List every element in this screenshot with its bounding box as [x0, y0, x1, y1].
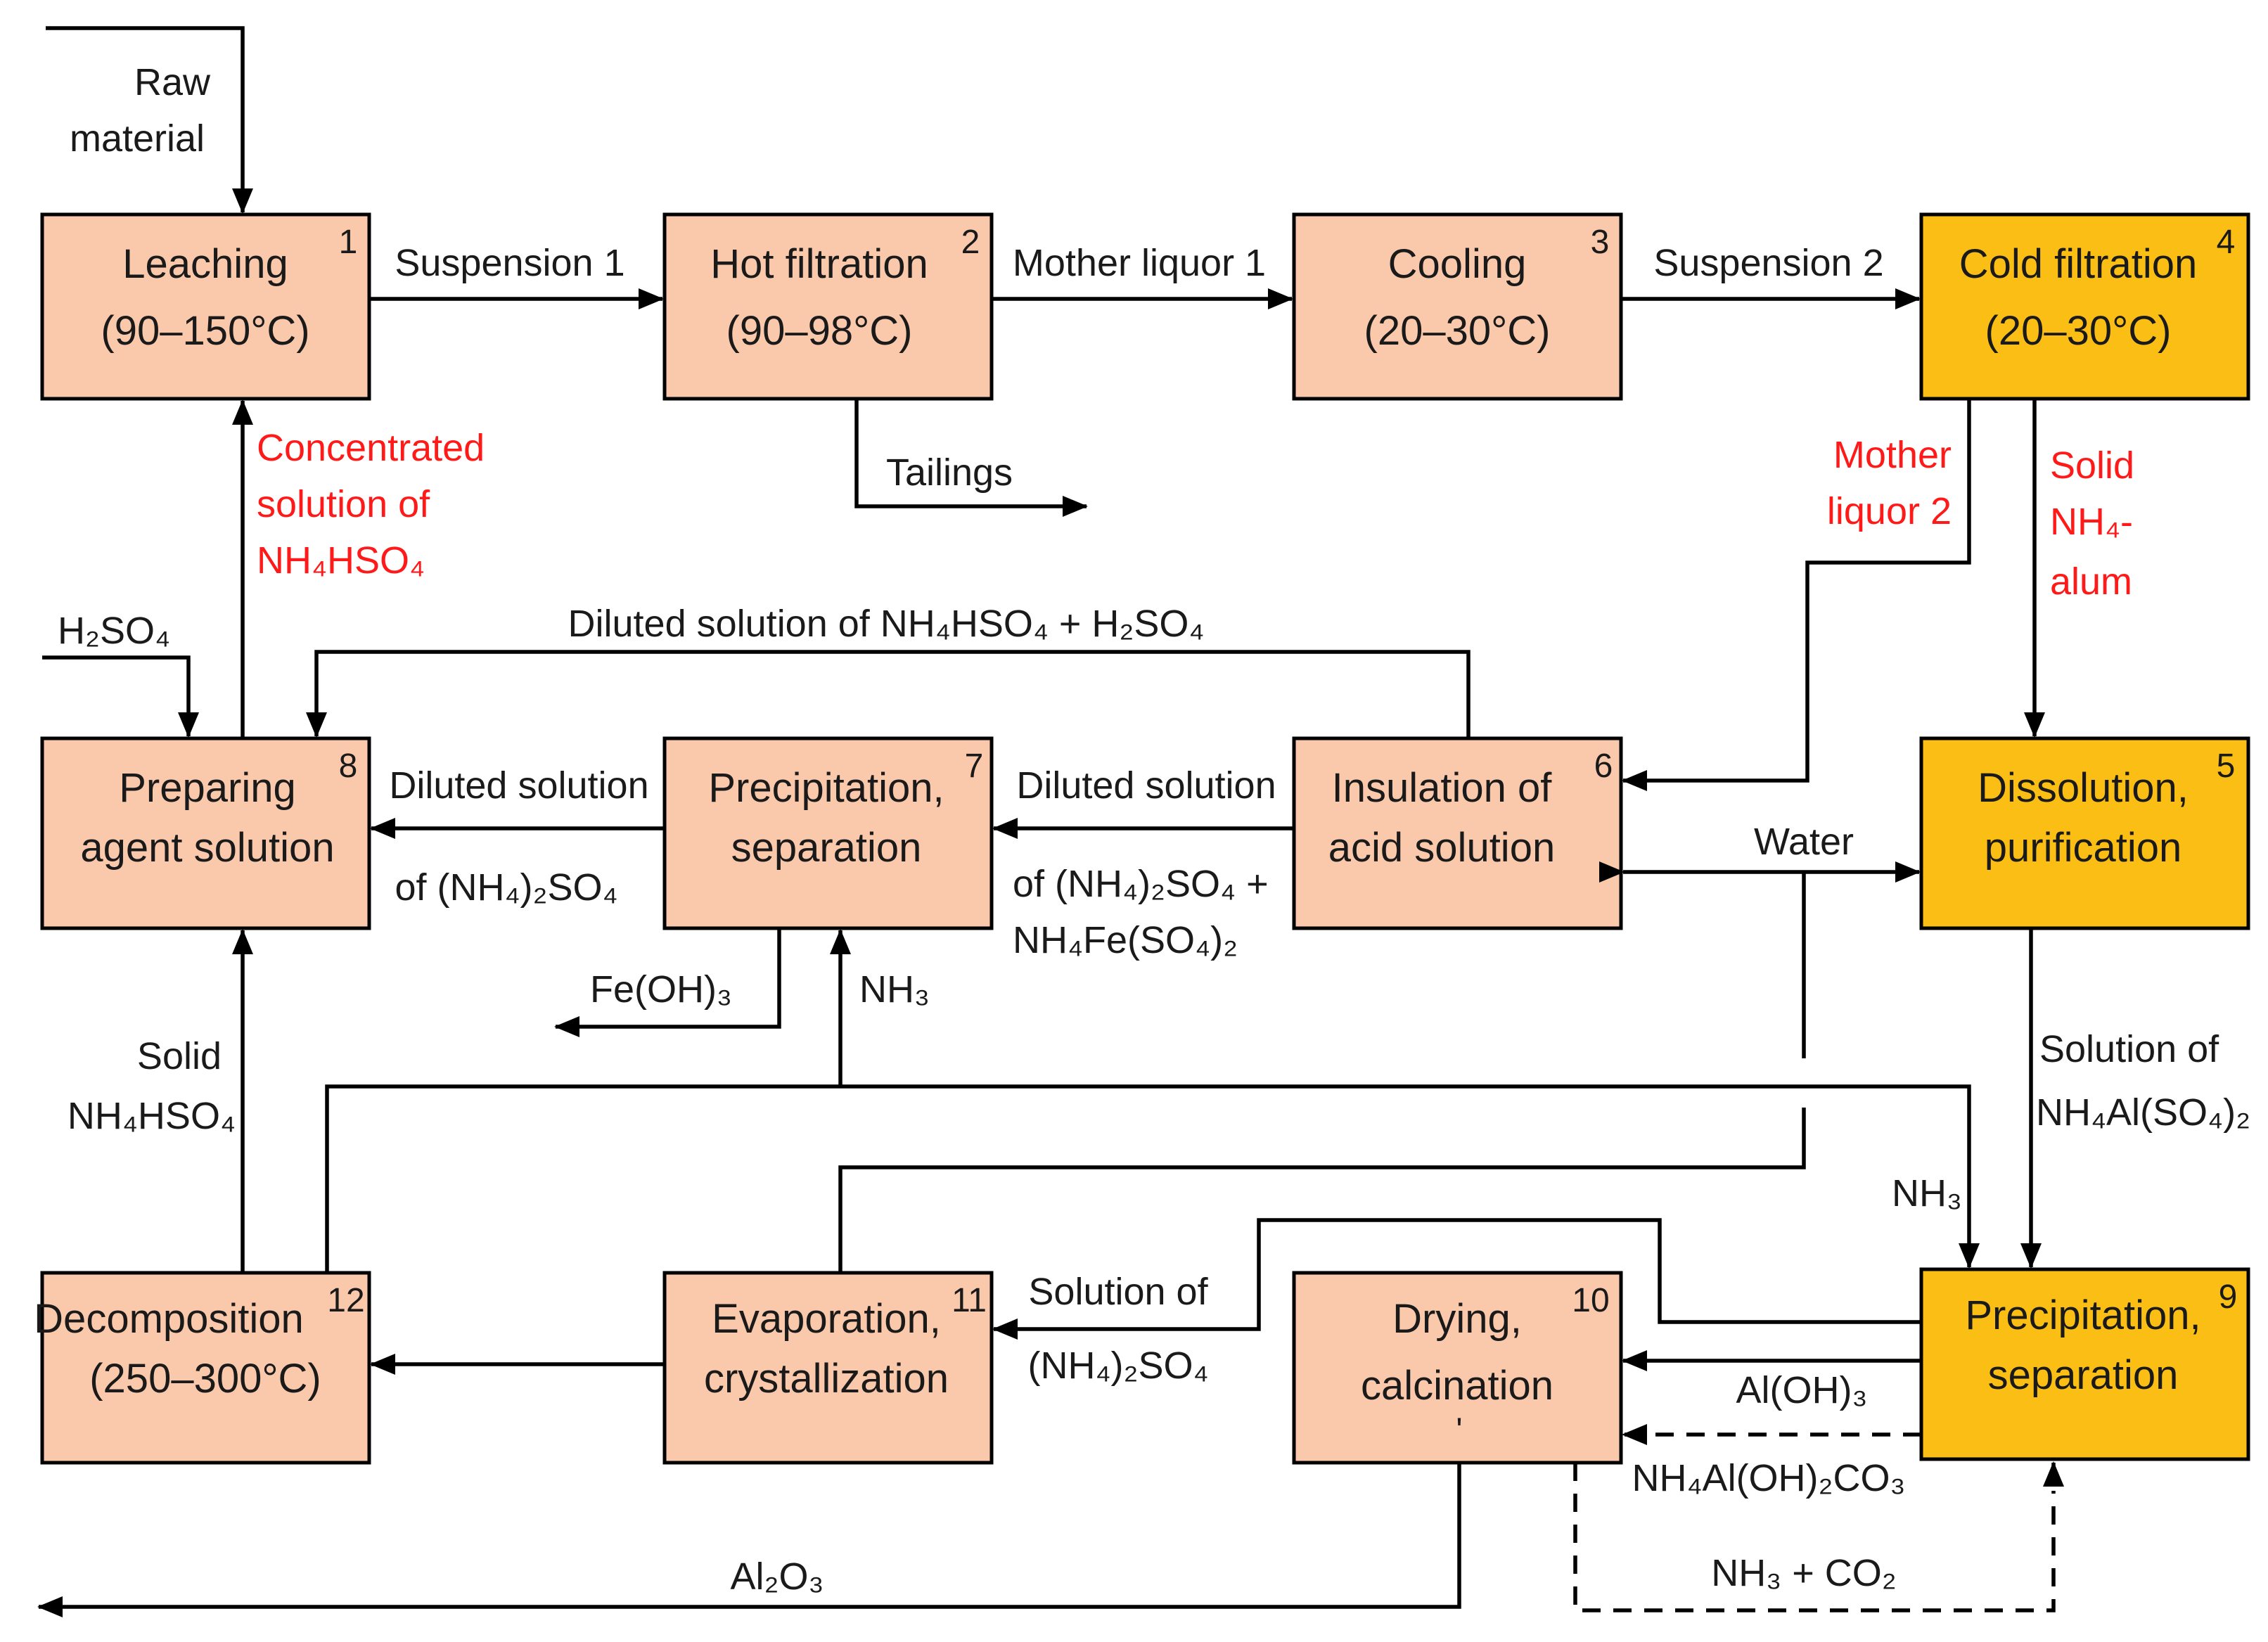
label-solid-alum-3: alum [2050, 560, 2132, 603]
flow-labels: Raw material Suspension 1 Mother liquor … [58, 61, 2250, 1598]
svg-text:': ' [1456, 1412, 1462, 1449]
svg-text:9: 9 [2219, 1278, 2238, 1316]
label-nh3-9: NH₃ [1892, 1172, 1962, 1214]
svg-text:crystallization: crystallization [704, 1356, 949, 1402]
label-solid-alum-2: NH₄- [2050, 501, 2133, 543]
svg-text:2: 2 [961, 224, 980, 261]
svg-text:5: 5 [2217, 748, 2236, 785]
label-al2o3: Al₂O₃ [731, 1556, 824, 1598]
svg-text:agent solution: agent solution [80, 825, 334, 871]
label-diluted-as: Diluted solution [389, 764, 648, 807]
connectors [37, 26, 2064, 1617]
label-diluted-as-2: of (NH₄)₂SO₄ [395, 866, 617, 909]
svg-text:3: 3 [1591, 224, 1610, 261]
label-nh3-7: NH₃ [859, 968, 930, 1011]
label-h2so4: H₂SO₄ [58, 610, 170, 652]
label-feoh3: Fe(OH)₃ [590, 968, 732, 1011]
svg-text:Leaching: Leaching [122, 241, 288, 287]
svg-text:(90–150°C): (90–150°C) [101, 308, 309, 354]
label-suspension-2: Suspension 2 [1653, 242, 1883, 284]
label-solid-nh4hso4: Solid [137, 1035, 222, 1077]
label-mother-liquor-2: Mother [1833, 434, 1952, 476]
label-suspension-1: Suspension 1 [395, 242, 624, 284]
label-aloh3: Al(OH)₃ [1736, 1369, 1868, 1411]
box-preparing: Preparing agent solution 8 [40, 736, 371, 930]
svg-text:11: 11 [952, 1282, 987, 1319]
label-diluted-acid: Diluted solution of NH₄HSO₄ + H₂SO₄ [568, 603, 1205, 645]
box-cooling: Cooling (20–30°C) 3 [1292, 212, 1623, 401]
label-mother-liquor-1: Mother liquor 1 [1013, 242, 1266, 284]
svg-text:(20–30°C): (20–30°C) [1985, 308, 2172, 354]
label-sol-as: Solution of [1028, 1271, 1208, 1313]
label-solid-alum: Solid [2050, 444, 2134, 487]
label-sol-as-2: (NH₄)₂SO₄ [1027, 1345, 1208, 1387]
label-sol-al-2: NH₄Al(SO₄)₂ [2036, 1091, 2250, 1134]
label-raw-material-2: material [70, 117, 205, 160]
svg-text:separation: separation [1988, 1352, 2179, 1398]
label-tailings: Tailings [886, 451, 1013, 494]
svg-text:(90–98°C): (90–98°C) [726, 308, 913, 354]
box-precipitation-9: Precipitation, separation 9 [1919, 1267, 2250, 1461]
label-nh4aloh2co3: NH₄Al(OH)₂CO₃ [1632, 1457, 1906, 1499]
svg-text:(250–300°C): (250–300°C) [89, 1356, 321, 1402]
svg-text:8: 8 [339, 748, 358, 785]
label-nh3-co2: NH₃ + CO₂ [1711, 1552, 1897, 1594]
svg-text:Precipitation,: Precipitation, [708, 765, 944, 811]
svg-text:separation: separation [731, 825, 922, 871]
label-diluted-fe: Diluted solution [1016, 764, 1276, 807]
box-hot-filtration: Hot filtration (90–98°C) 2 [662, 212, 994, 401]
label-sol-al: Solution of [2039, 1028, 2219, 1070]
svg-text:12: 12 [327, 1282, 364, 1319]
label-concentrated-2: solution of [257, 483, 430, 525]
svg-text:1: 1 [339, 224, 358, 261]
svg-text:Insulation of: Insulation of [1332, 765, 1553, 811]
svg-text:acid solution: acid solution [1328, 825, 1555, 871]
svg-text:Preparing: Preparing [119, 765, 295, 811]
svg-text:10: 10 [1572, 1282, 1609, 1319]
box-insulation: Insulation of acid solution 6 [1292, 736, 1623, 930]
label-diluted-fe-3: NH₄Fe(SO₄)₂ [1013, 919, 1238, 961]
label-raw-material: Raw [134, 61, 211, 103]
label-solid-nh4hso4-2: NH₄HSO₄ [68, 1095, 236, 1137]
svg-text:calcination: calcination [1361, 1363, 1553, 1409]
label-mother-liquor-2b: liquor 2 [1827, 490, 1952, 532]
svg-text:Cooling: Cooling [1388, 241, 1527, 287]
svg-text:Drying,: Drying, [1392, 1296, 1522, 1342]
svg-text:Decomposition: Decomposition [34, 1296, 304, 1342]
svg-text:4: 4 [2217, 224, 2236, 261]
label-concentrated-3: NH₄HSO₄ [257, 539, 425, 582]
box-decomposition: Decomposition (250–300°C) 12 [34, 1271, 371, 1465]
label-concentrated: Concentrated [257, 427, 485, 469]
label-water: Water [1754, 821, 1854, 863]
svg-text:Evaporation,: Evaporation, [712, 1296, 941, 1342]
label-diluted-fe-2: of (NH₄)₂SO₄ + [1013, 863, 1269, 905]
box-cold-filtration: Cold filtration (20–30°C) 4 [1919, 212, 2250, 401]
svg-text:Hot filtration: Hot filtration [710, 241, 928, 287]
box-precipitation-7: Precipitation, separation 7 [662, 736, 994, 930]
svg-text:Precipitation,: Precipitation, [1965, 1293, 2200, 1338]
svg-text:7: 7 [965, 748, 984, 785]
svg-text:purification: purification [1985, 825, 2181, 871]
svg-text:6: 6 [1594, 748, 1613, 785]
svg-text:Cold filtration: Cold filtration [1959, 241, 2197, 287]
box-leaching: Leaching (90–150°C) 1 [40, 212, 371, 401]
box-dissolution: Dissolution, purification 5 [1919, 736, 2250, 930]
box-evaporation: Evaporation, crystallization 11 [662, 1271, 994, 1465]
box-drying: Drying, calcination 10 ' [1292, 1271, 1623, 1465]
svg-text:(20–30°C): (20–30°C) [1364, 308, 1551, 354]
svg-text:Dissolution,: Dissolution, [1978, 765, 2189, 811]
